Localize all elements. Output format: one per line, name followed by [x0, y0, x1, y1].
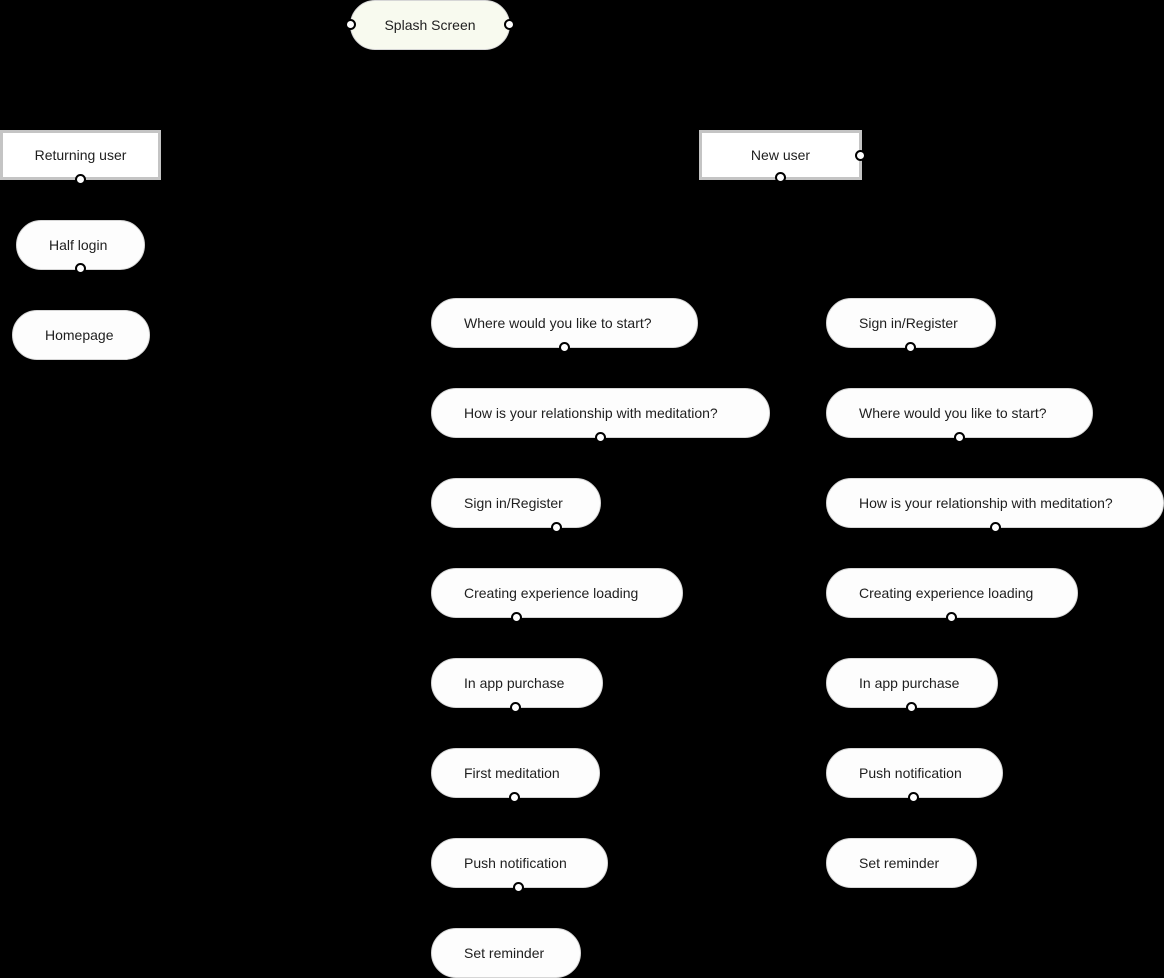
node-label: Push notification	[464, 855, 567, 871]
node-label: Returning user	[34, 147, 127, 163]
half-login-node[interactable]: Half login	[16, 220, 145, 270]
path-b-step-2[interactable]: Where would you like to start?	[826, 388, 1093, 438]
path-a-step-7[interactable]: Push notification	[431, 838, 608, 888]
node-label: Creating experience loading	[464, 585, 639, 601]
node-label: Set reminder	[464, 945, 545, 961]
connector-port[interactable]	[511, 612, 522, 623]
connector-port[interactable]	[906, 702, 917, 713]
splash-screen-node[interactable]: Splash Screen	[350, 0, 510, 50]
node-label: First meditation	[464, 765, 560, 781]
node-label: How is your relationship with meditation…	[464, 405, 718, 421]
path-b-step-7[interactable]: Set reminder	[826, 838, 977, 888]
node-label: In app purchase	[859, 675, 960, 691]
node-label: Half login	[49, 237, 108, 253]
connector-port[interactable]	[75, 174, 86, 185]
connector-port[interactable]	[595, 432, 606, 443]
path-a-step-5[interactable]: In app purchase	[431, 658, 603, 708]
connector-port[interactable]	[946, 612, 957, 623]
node-label: Push notification	[859, 765, 962, 781]
connector-port[interactable]	[855, 150, 866, 161]
node-label: In app purchase	[464, 675, 565, 691]
node-label: New user	[750, 147, 811, 163]
connector-port[interactable]	[954, 432, 965, 443]
path-a-step-3[interactable]: Sign in/Register	[431, 478, 601, 528]
connector-port[interactable]	[559, 342, 570, 353]
connector-port[interactable]	[905, 342, 916, 353]
connector-port[interactable]	[775, 172, 786, 183]
node-label: Sign in/Register	[859, 315, 958, 331]
node-label: How is your relationship with meditation…	[859, 495, 1113, 511]
returning-user-node[interactable]: Returning user	[0, 130, 161, 180]
node-label: Homepage	[45, 327, 114, 343]
connector-port[interactable]	[510, 702, 521, 713]
path-b-step-3[interactable]: How is your relationship with meditation…	[826, 478, 1164, 528]
connector-port[interactable]	[345, 19, 356, 30]
connector-port[interactable]	[551, 522, 562, 533]
path-b-step-5[interactable]: In app purchase	[826, 658, 998, 708]
path-a-step-1[interactable]: Where would you like to start?	[431, 298, 698, 348]
connector-port[interactable]	[75, 263, 86, 274]
node-label: Creating experience loading	[859, 585, 1034, 601]
path-a-step-8[interactable]: Set reminder	[431, 928, 581, 978]
node-label: Where would you like to start?	[464, 315, 652, 331]
node-label: Sign in/Register	[464, 495, 563, 511]
path-a-step-4[interactable]: Creating experience loading	[431, 568, 683, 618]
path-a-step-2[interactable]: How is your relationship with meditation…	[431, 388, 770, 438]
connector-port[interactable]	[504, 19, 515, 30]
homepage-node[interactable]: Homepage	[12, 310, 150, 360]
connector-port[interactable]	[509, 792, 520, 803]
node-label: Where would you like to start?	[859, 405, 1047, 421]
connector-port[interactable]	[990, 522, 1001, 533]
node-label: Splash Screen	[384, 17, 476, 33]
connector-port[interactable]	[908, 792, 919, 803]
connector-port[interactable]	[513, 882, 524, 893]
path-b-step-4[interactable]: Creating experience loading	[826, 568, 1078, 618]
path-b-step-1[interactable]: Sign in/Register	[826, 298, 996, 348]
path-a-step-6[interactable]: First meditation	[431, 748, 600, 798]
node-label: Set reminder	[859, 855, 940, 871]
path-b-step-6[interactable]: Push notification	[826, 748, 1003, 798]
